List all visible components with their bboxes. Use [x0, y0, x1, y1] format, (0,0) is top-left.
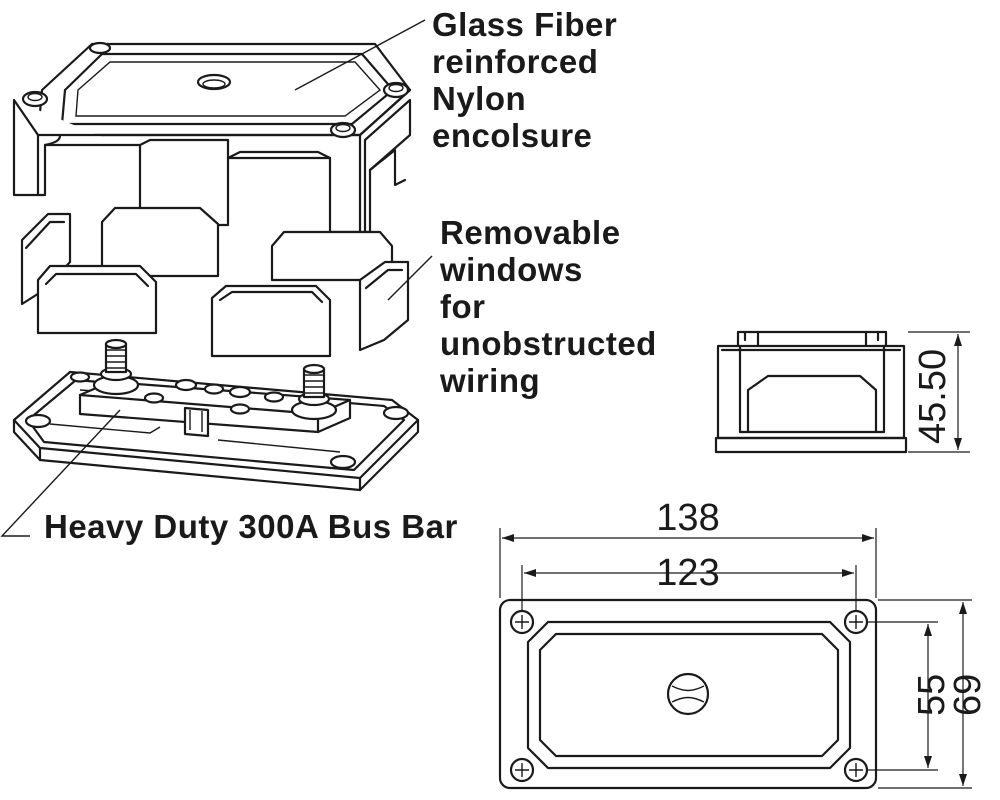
callout-busbar: Heavy Duty 300A Bus Bar — [44, 508, 458, 545]
removable-windows — [20, 206, 410, 358]
dimension-width-overall: 69 — [947, 674, 989, 716]
stud-icon — [92, 338, 140, 396]
dimension-width-mount: 55 — [911, 674, 953, 716]
screw-icon — [843, 609, 869, 635]
bus-bar — [78, 338, 352, 438]
enclosure-cover — [12, 41, 412, 234]
dimension-length-mount: 123 — [656, 552, 719, 594]
leader-lines — [0, 19, 433, 537]
dimension-height: 45.50 — [912, 349, 954, 444]
dimension-length-overall: 138 — [656, 497, 719, 539]
screw-icon — [843, 757, 869, 783]
screw-icon — [21, 90, 49, 108]
screw-icon — [382, 81, 410, 99]
callout-enclosure: Glass Fiber reinforced Nylon encolsure — [432, 6, 618, 154]
screw-icon — [509, 757, 535, 783]
side-view: 45.50 — [714, 330, 970, 454]
top-view: 138 123 55 69 — [498, 497, 989, 790]
screw-icon — [88, 41, 112, 55]
screw-icon — [329, 121, 357, 139]
screw-icon — [509, 609, 535, 635]
terminal-screw-icon — [143, 378, 285, 415]
stud-icon — [290, 363, 338, 421]
callout-windows: Removable windows for unobstructed wirin… — [440, 214, 657, 399]
